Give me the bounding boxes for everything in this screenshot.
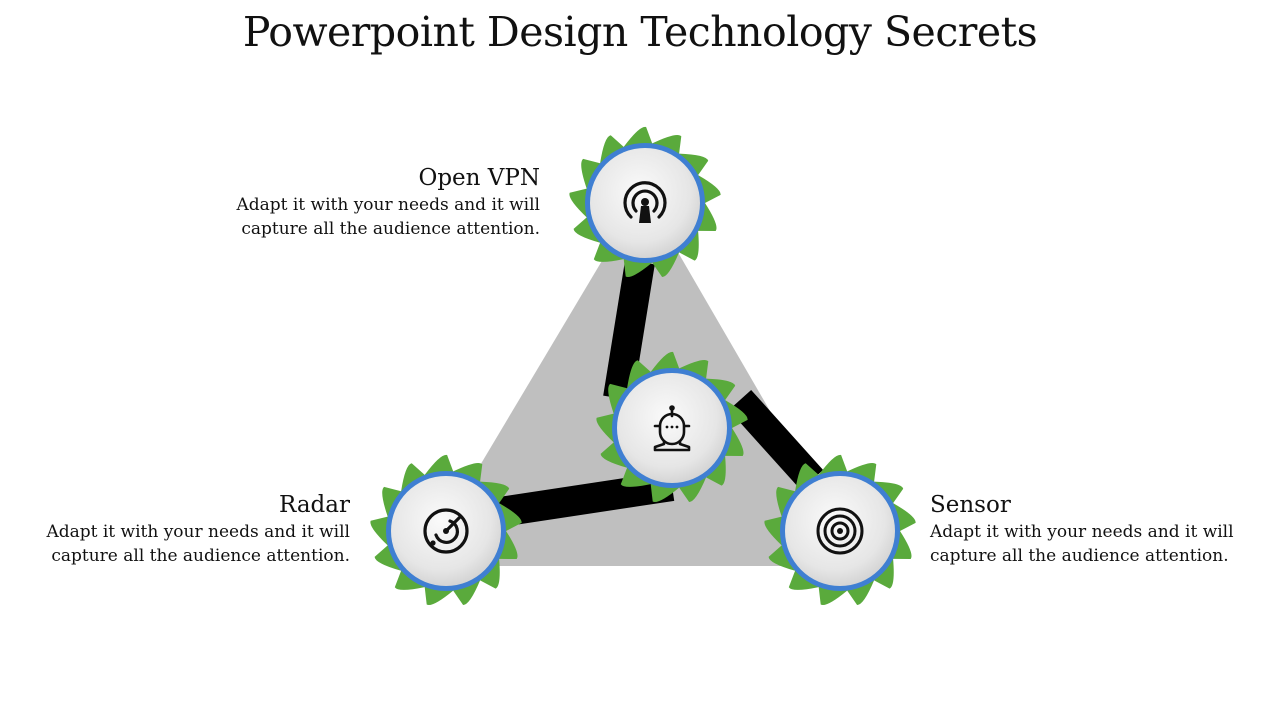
vpn-signal-icon <box>623 181 667 223</box>
node-description: Adapt it with your needs and it will cap… <box>930 522 1234 566</box>
radar-icon <box>423 508 469 554</box>
page-title: Powerpoint Design Technology Secrets <box>242 8 1038 56</box>
node-heading: Radar <box>279 492 350 518</box>
connector-radar <box>497 471 675 527</box>
label-radar: Radar Adapt it with your needs and it wi… <box>20 490 350 568</box>
connector-vpn <box>603 259 655 401</box>
node-heading: Sensor <box>930 492 1011 518</box>
node-center <box>596 351 748 503</box>
node-heading: Open VPN <box>418 165 540 191</box>
node-description: Adapt it with your needs and it will cap… <box>46 522 350 566</box>
node-sensor <box>764 454 916 606</box>
target-sensor-icon <box>816 507 864 555</box>
label-sensor: Sensor Adapt it with your needs and it w… <box>930 490 1260 568</box>
label-open-vpn: Open VPN Adapt it with your needs and it… <box>210 163 540 241</box>
node-radar <box>370 454 522 606</box>
connector-sensor <box>728 389 824 491</box>
node-open-vpn <box>569 126 721 278</box>
robot-head-icon <box>653 405 691 452</box>
connectors <box>497 259 824 527</box>
node-description: Adapt it with your needs and it will cap… <box>236 195 540 239</box>
